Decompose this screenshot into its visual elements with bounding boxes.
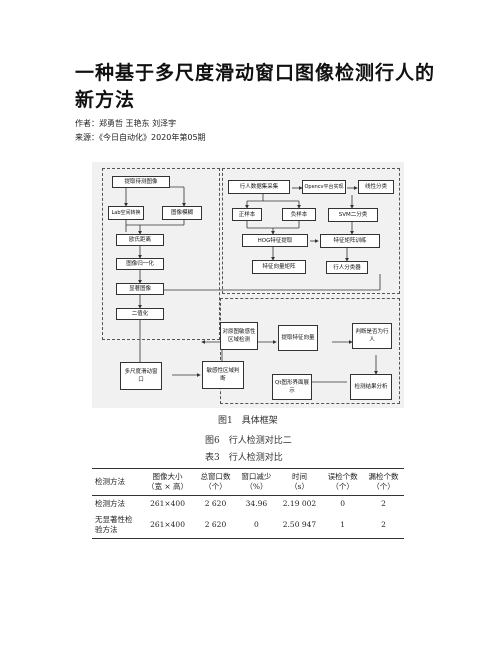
node-binarize: 二值化	[116, 308, 164, 320]
table-cell: 2 620	[195, 512, 236, 539]
figure1-caption: 图1 具体框架	[218, 416, 278, 426]
column-header: 漏检个数 （个）	[363, 468, 404, 496]
column-header: 时间 （s）	[276, 468, 323, 496]
table-cell: 2	[381, 499, 386, 508]
table-cell: 261×400	[140, 512, 196, 539]
node-svm: SVM二分类	[328, 208, 378, 222]
table-cell: 2.50 947	[276, 512, 323, 539]
detection-comparison-table: 检测方法 图像大小 （宽 × 高） 总窗口数 （个） 窗口减少 （%） 时间 （…	[92, 468, 404, 539]
table-cell: 0	[340, 499, 345, 508]
node-extract-image: 提取待测图像	[112, 176, 170, 188]
column-header: 总窗口数 （个）	[195, 468, 236, 496]
node-lab-conversion: Lab空间转换	[108, 206, 144, 220]
table-cell: 0	[235, 512, 277, 539]
authors: 作者：郑勇哲 王艳东 刘泽宇	[75, 119, 177, 128]
column-header: 误检个数 （个）	[322, 468, 364, 496]
saliency-group-border	[102, 168, 220, 340]
node-judge-pedestrian: 判断是否为行人	[352, 323, 392, 349]
detection-group-border	[220, 298, 400, 404]
node-sensitive-region: 敏感性区域判断	[202, 361, 244, 389]
source: 来源：《今日自动化》2020年第05期	[75, 133, 206, 142]
table-header-row: 检测方法 图像大小 （宽 × 高） 总窗口数 （个） 窗口减少 （%） 时间 （…	[92, 468, 404, 496]
table-cell: 检测方法	[95, 499, 125, 508]
table-cell: 261×400	[150, 499, 185, 508]
node-feature-vector-matrix: 特征向量矩阵	[252, 260, 306, 274]
table-cell: 2.19 002	[282, 499, 317, 508]
node-pedestrian-classifier: 行人分类器	[326, 261, 368, 274]
node-extract-vector: 提取特征向量	[278, 325, 318, 351]
node-saliency-map: 显著图像	[116, 283, 164, 295]
table-cell: 无显著性检验方法	[92, 512, 140, 539]
article-title: 一种基于多尺度滑动窗口图像检测行人的新方法	[75, 62, 436, 111]
column-header: 检测方法	[92, 468, 140, 496]
table3-caption: 表3 行人检测对比	[205, 453, 283, 463]
node-hog-extraction: HOG特征提取	[242, 234, 308, 247]
node-matrix-training: 特征矩阵训练	[320, 234, 380, 248]
node-euclidean-distance: 欧氏距离	[116, 234, 164, 246]
node-result-analysis: 检测结果分析	[350, 374, 392, 400]
node-opencv: Opencv平台实现	[302, 180, 346, 194]
node-qt-display: Qt图形界面展示	[272, 374, 312, 400]
node-multiscale-window: 多尺度滑动窗口	[120, 362, 162, 390]
table-cell: 34.96	[245, 499, 268, 508]
node-positive-samples: 正样本	[232, 208, 262, 221]
table-row: 无显著性检验方法 261×400 2 620 0 2.50 947 1 2	[92, 512, 404, 539]
node-negative-samples: 负样本	[282, 208, 316, 221]
node-dataset-collection: 行人数据集采集	[228, 180, 290, 194]
table-row: 检测方法 261×400 2 620 34.96 2.19 002 0 2	[92, 496, 404, 513]
training-group-border	[222, 168, 400, 294]
table-cell: 2 620	[204, 499, 227, 508]
figure6-caption: 图6 行人检测对比二	[205, 436, 292, 446]
framework-figure: 提取待测图像 Lab空间转换 图像模糊 欧氏距离 图像归一化 显著图像 二值化 …	[92, 162, 404, 408]
node-roi-detection: 对原图敏感性区域检测	[220, 322, 258, 350]
table-cell: 1	[322, 512, 364, 539]
table-cell: 2	[363, 512, 404, 539]
node-image-normalize: 图像归一化	[116, 258, 164, 270]
node-linear-classify: 线性分类	[358, 180, 394, 194]
node-image-blur: 图像模糊	[162, 206, 202, 220]
column-header: 图像大小 （宽 × 高）	[140, 468, 196, 496]
column-header: 窗口减少 （%）	[235, 468, 277, 496]
